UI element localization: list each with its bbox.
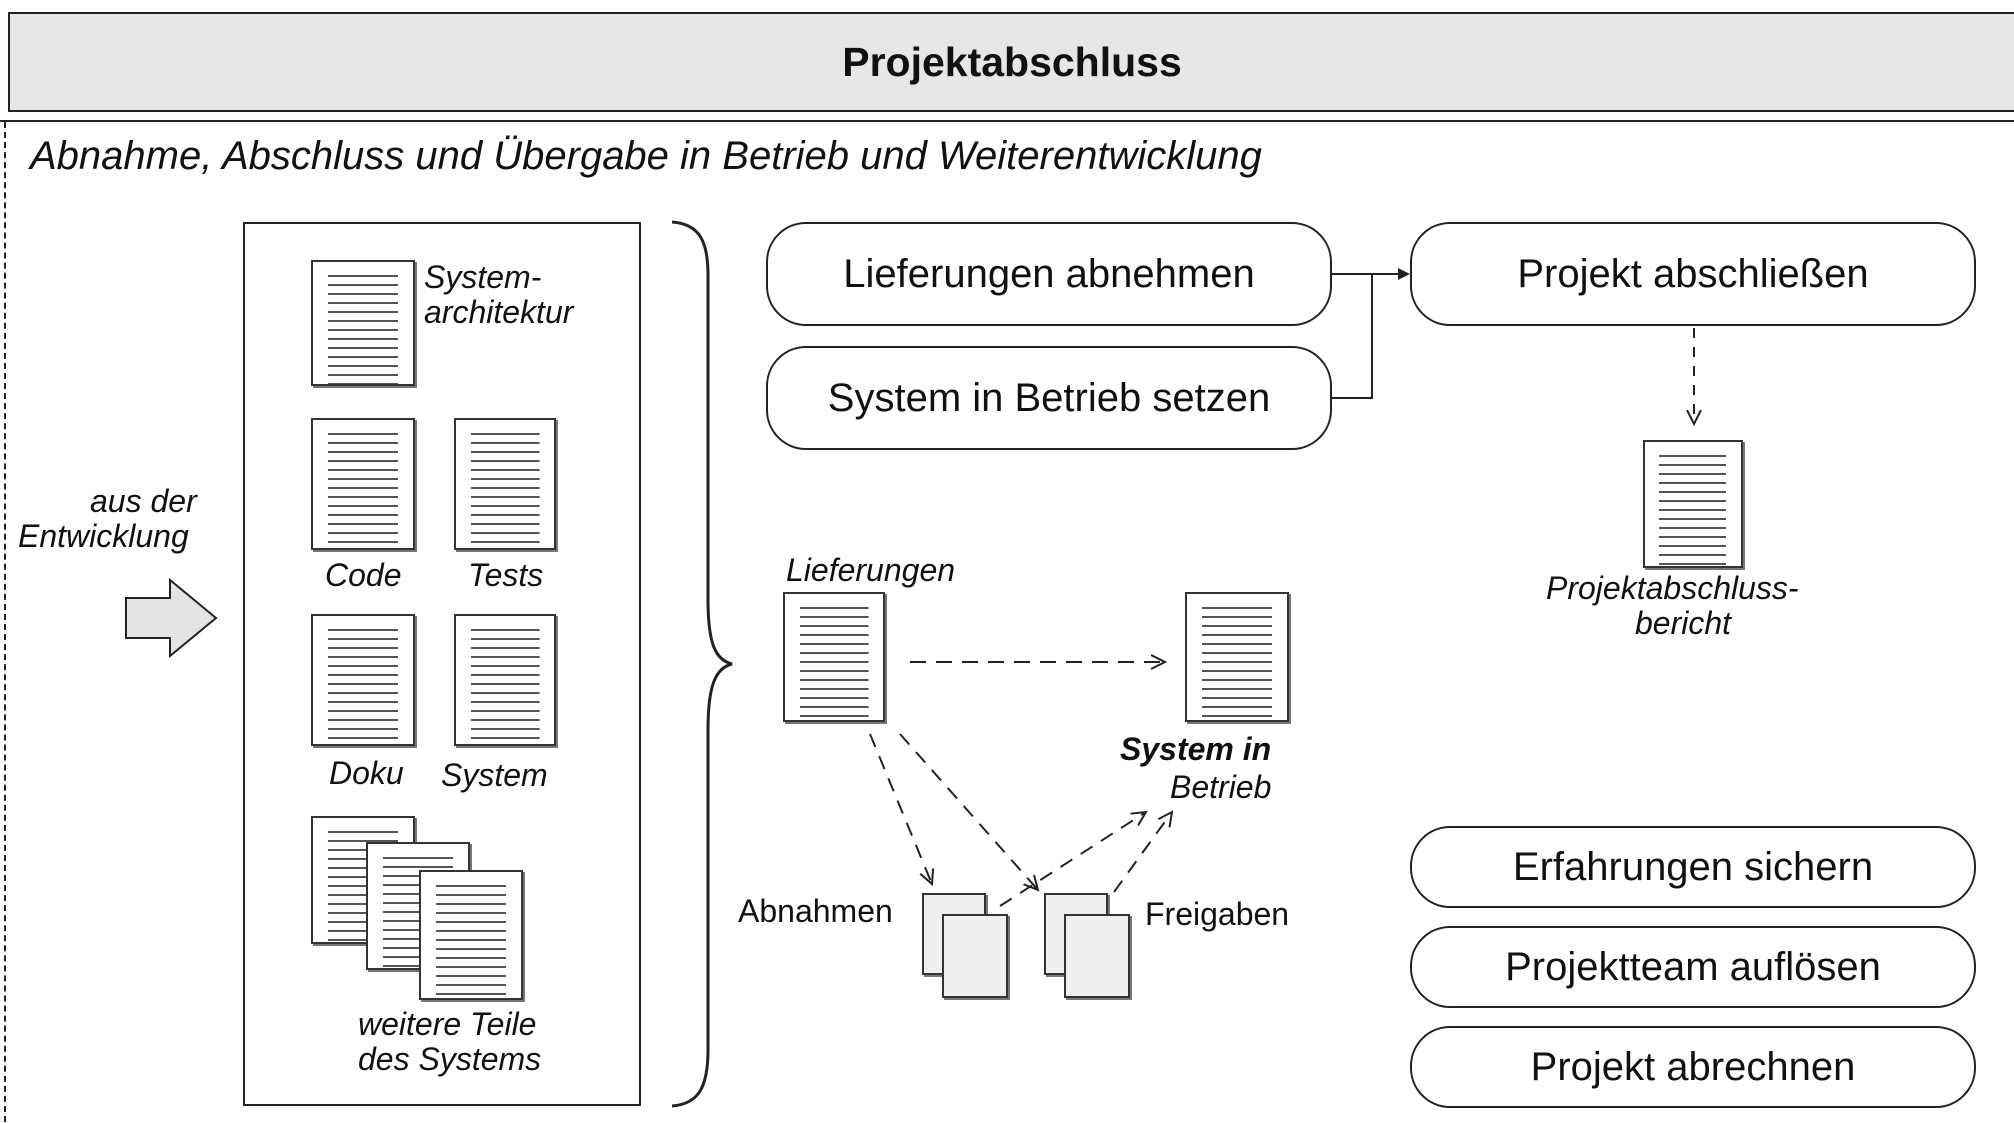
lieferungen-abnehmen-label: Lieferungen abnehmen: [843, 251, 1255, 296]
weitere-label-line1: weitere Teile: [358, 1006, 537, 1042]
header-divider: [0, 120, 2014, 122]
systemarchitektur-document-icon: [311, 260, 415, 386]
projektteam-aufloesen-box: Projektteam auflösen: [1410, 926, 1976, 1008]
doku-label: Doku: [329, 755, 404, 791]
code-document-icon: [311, 418, 415, 550]
projektabschlussbericht-document-icon: [1643, 440, 1743, 568]
projekt-abschliessen-label: Projekt abschließen: [1517, 251, 1869, 296]
system-in-betrieb-setzen-box: System in Betrieb setzen: [766, 346, 1332, 450]
systemarchitektur-label-line2: architektur: [424, 294, 574, 330]
input-arrow-icon: [125, 577, 218, 659]
lieferungen-abnehmen-box: Lieferungen abnehmen: [766, 222, 1332, 326]
code-label: Code: [325, 557, 402, 593]
erfahrungen-sichern-label: Erfahrungen sichern: [1512, 844, 1874, 889]
projektteam-aufloesen-label: Projektteam auflösen: [1505, 944, 1881, 989]
projektabschlussbericht-label-line2: bericht: [1635, 605, 1732, 641]
tests-label: Tests: [468, 557, 544, 593]
system-in-betrieb-label-line2: Betrieb: [1170, 769, 1272, 805]
system-document-icon: [454, 614, 556, 746]
abnahmen-to-betrieb-arrow: [999, 812, 1146, 907]
doku-document-icon: [311, 614, 415, 746]
freigaben-document-icon-2: [1064, 914, 1130, 998]
system-in-betrieb-setzen-label: System in Betrieb setzen: [827, 375, 1271, 420]
merge-connector: [1332, 273, 1373, 399]
curly-brace: [671, 220, 733, 1108]
lieferungen-to-abnahmen-arrow: [869, 733, 932, 884]
projektabschlussbericht-label-line1: Projektabschluss-: [1546, 570, 1799, 606]
system-in-betrieb-label-line1: System in: [1120, 731, 1272, 767]
erfahrungen-sichern-box: Erfahrungen sichern: [1410, 826, 1976, 908]
weitere-document-icon-3: [419, 870, 523, 1000]
freigaben-label: Freigaben: [1145, 896, 1290, 932]
weitere-label-line2: des Systems: [358, 1041, 542, 1077]
lieferungen-label: Lieferungen: [786, 552, 956, 588]
projekt-abschliessen-box: Projekt abschließen: [1410, 222, 1976, 326]
tests-document-icon: [454, 418, 556, 550]
input-label-line2: Entwicklung: [18, 518, 189, 554]
system-label: System: [441, 757, 548, 793]
artifacts-panel: [243, 222, 641, 1106]
systemarchitektur-label-line1: System-: [424, 259, 542, 295]
left-dashed-border: [4, 122, 6, 1122]
header-title: Projektabschluss: [842, 38, 1182, 85]
projekt-abrechnen-label: Projekt abrechnen: [1530, 1044, 1856, 1089]
lieferungen-document-icon: [783, 592, 885, 722]
abnahmen-document-icon-2: [942, 914, 1008, 998]
abnahmen-label: Abnahmen: [738, 893, 893, 929]
header-bar: Projektabschluss: [8, 12, 2014, 112]
system-in-betrieb-document-icon: [1185, 592, 1289, 722]
lieferungen-to-freigaben-arrow: [899, 733, 1038, 890]
freigaben-to-betrieb-arrow: [1113, 812, 1172, 893]
subtitle: Abnahme, Abschluss und Übergabe in Betri…: [30, 134, 1262, 178]
input-label-line1: aus der: [90, 483, 197, 519]
projekt-abrechnen-box: Projekt abrechnen: [1410, 1026, 1976, 1108]
